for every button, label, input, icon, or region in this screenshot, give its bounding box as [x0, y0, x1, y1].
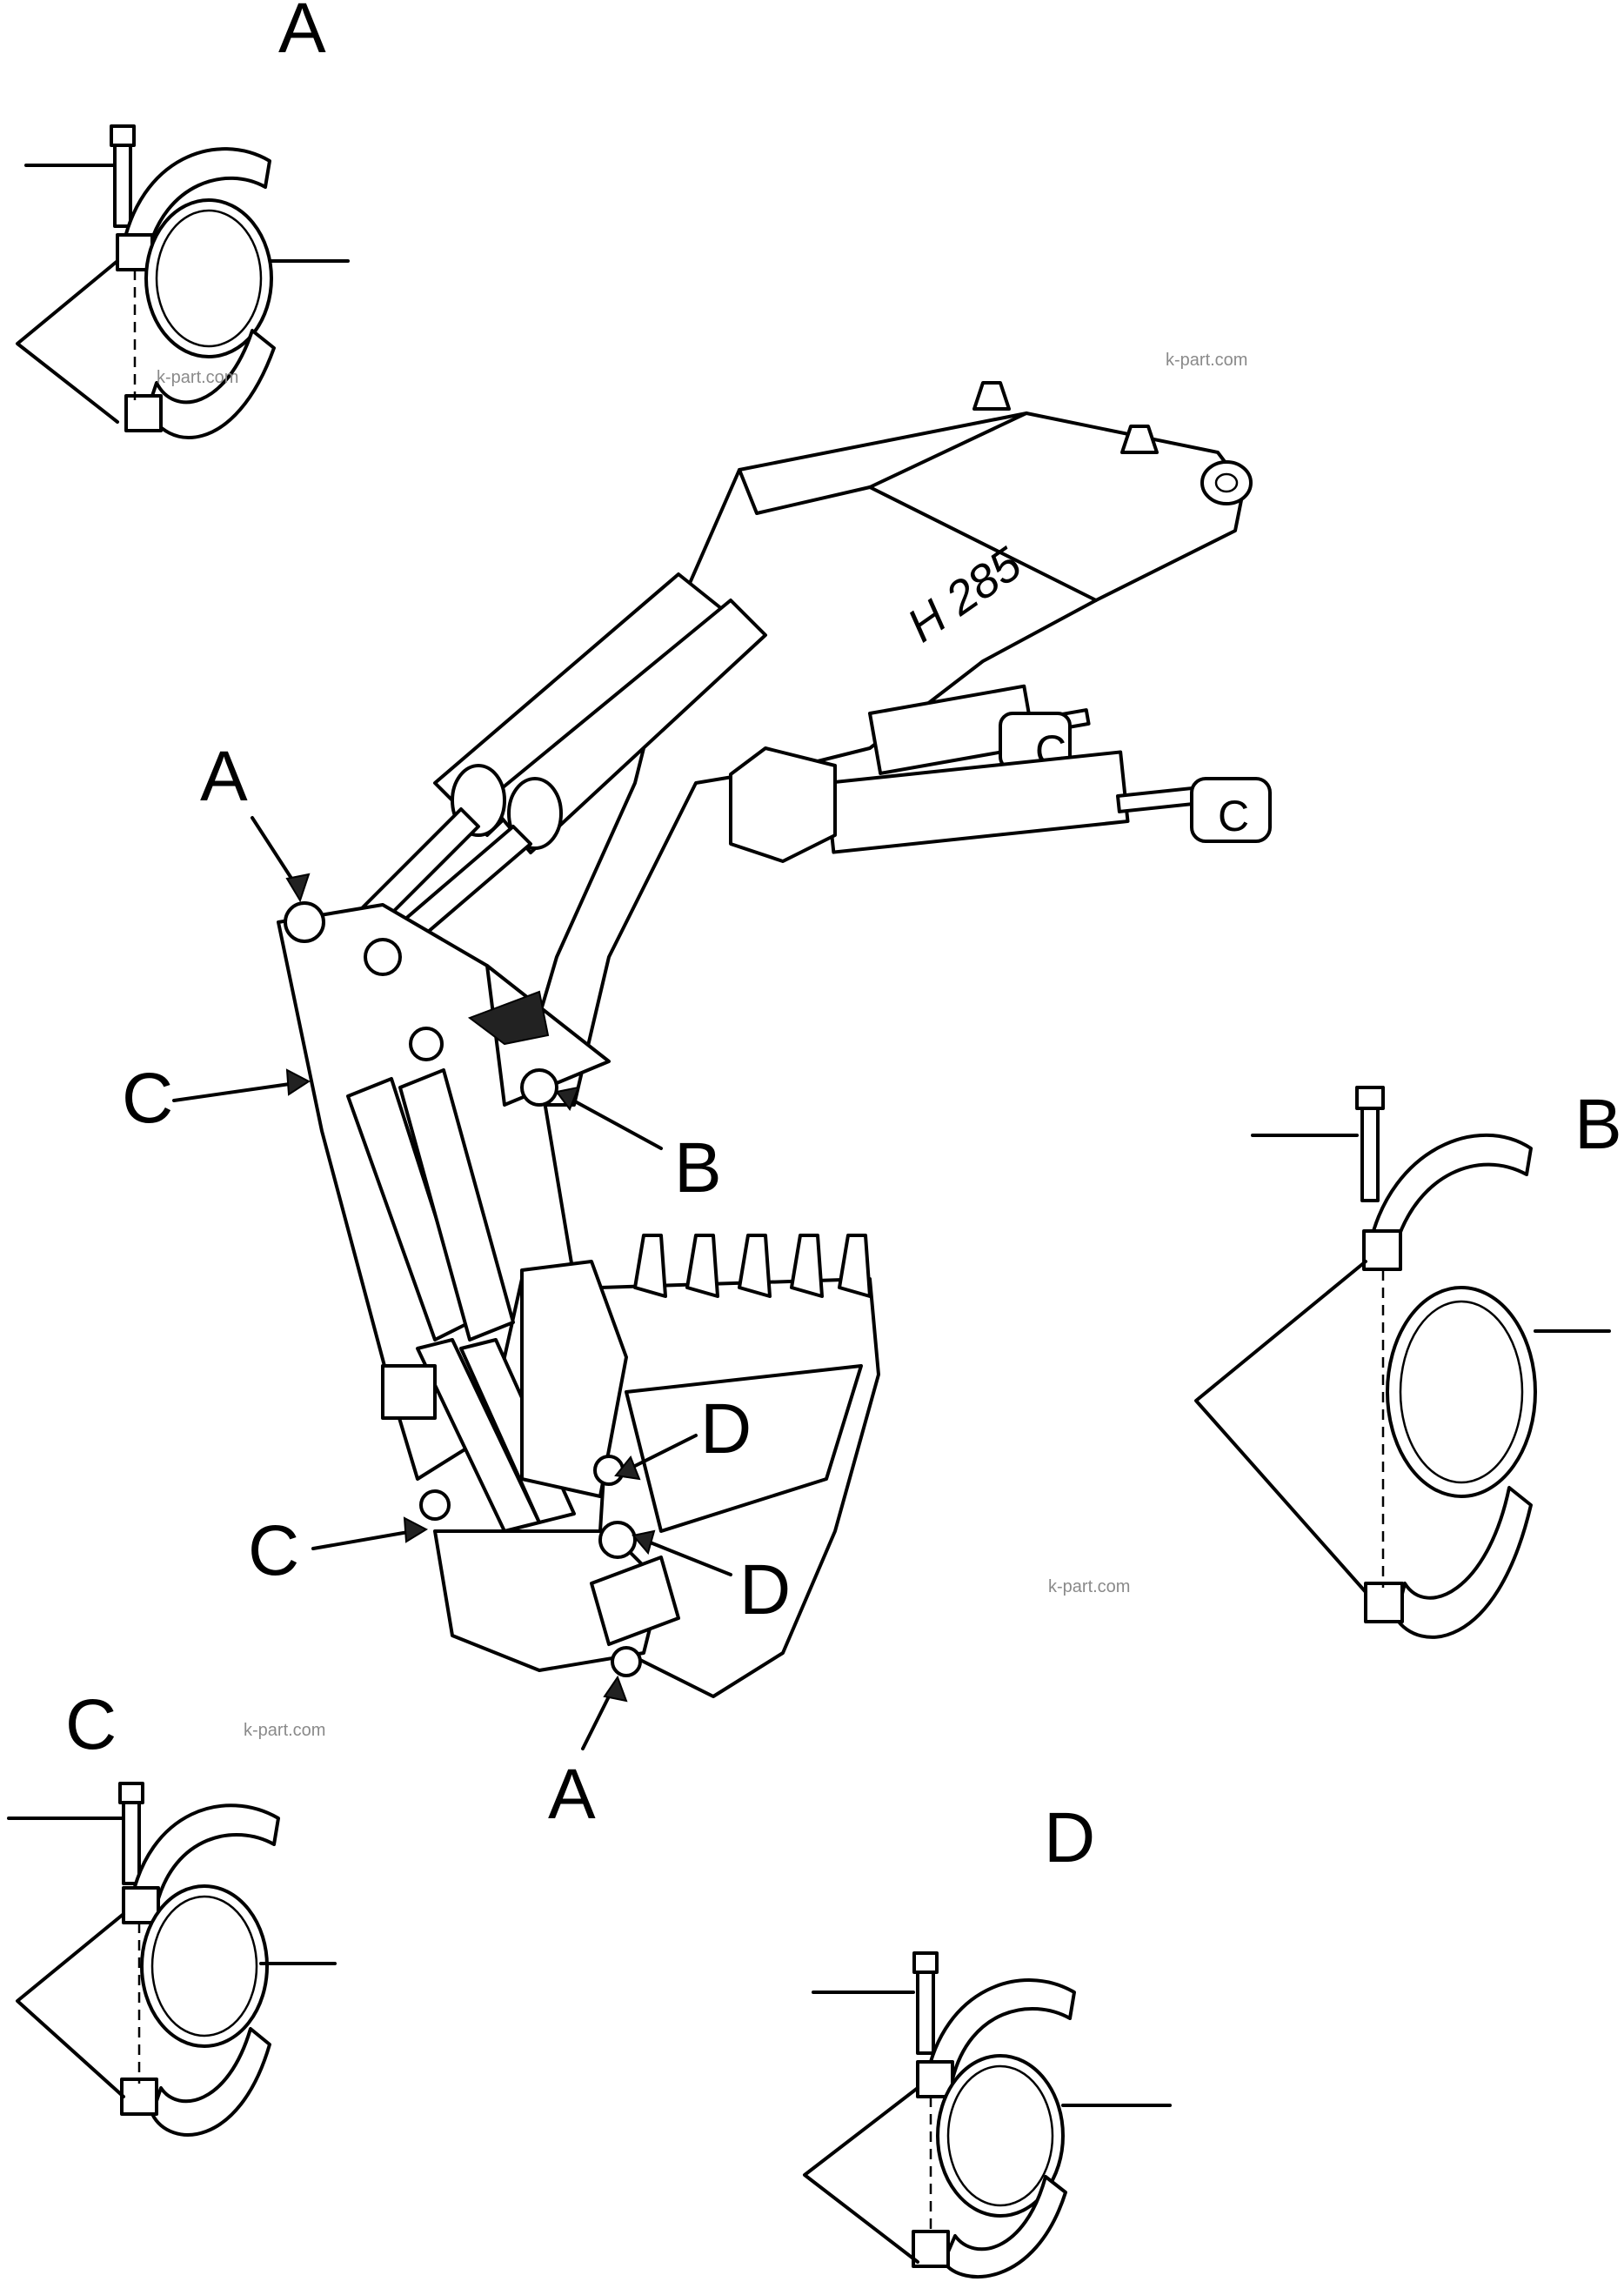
bucket-link — [520, 1260, 628, 1498]
detail-a-bracket-leader — [16, 259, 119, 424]
callout-d-upper: D — [700, 1389, 752, 1469]
pin-d-lower — [598, 1521, 637, 1559]
detail-a-lower-clamp — [146, 329, 276, 439]
detail-d-clamp-assembly: D — [803, 1798, 1172, 2278]
pin-c-lower — [419, 1489, 451, 1521]
watermark: k-part.com — [244, 1721, 325, 1740]
callout-c-upper: C — [122, 1059, 173, 1138]
lifting-eye — [1120, 425, 1159, 454]
cylinder-mount-bracket — [729, 746, 837, 863]
lifting-eye — [972, 381, 1011, 411]
boom-cylinder-lower: C — [825, 750, 1272, 854]
detail-c-label: C — [65, 1685, 117, 1764]
watermark: k-part.com — [1166, 351, 1247, 370]
detail-a-seal-ring — [144, 198, 273, 358]
pin-a-upper — [284, 901, 325, 943]
watermark: k-part.com — [1048, 1577, 1130, 1596]
bucket-teeth — [633, 1234, 872, 1298]
detail-d-label: D — [1044, 1798, 1095, 1877]
pin-d-upper — [593, 1455, 625, 1486]
boom-pivot-pin — [1200, 460, 1253, 505]
detail-c-upper-clamp — [129, 1803, 280, 1907]
detail-a-label: A — [278, 0, 326, 68]
watermark: k-part.com — [157, 368, 238, 387]
detail-c-seal-ring — [140, 1884, 269, 2048]
cylinder-eye-c-lower — [1190, 777, 1272, 843]
detail-b-lower-clamp — [1394, 1486, 1533, 1639]
detail-b-bracket-leader — [1194, 1260, 1367, 1594]
detail-d-upper-clamp — [925, 1978, 1076, 2081]
callout-b: B — [674, 1128, 722, 1208]
stick-cylinders — [346, 572, 767, 950]
detail-a-clamp-assembly: A k-part.com — [16, 0, 350, 439]
detail-b-label: B — [1574, 1085, 1622, 1164]
detail-d-seal-ring — [936, 2054, 1065, 2218]
detail-d-lower-clamp — [942, 2175, 1067, 2278]
detail-b-bolt — [1360, 1094, 1380, 1202]
pin-a-lower — [611, 1646, 642, 1677]
callout-c-lower: C — [248, 1511, 299, 1590]
callout-a-lower: A — [548, 1755, 596, 1834]
detail-b-upper-clamp — [1368, 1133, 1533, 1246]
callout-d-lower: D — [739, 1550, 791, 1629]
callout-a-upper: A — [200, 737, 248, 816]
detail-c-clamp-assembly: C k-part.com — [7, 1685, 337, 2137]
svg-text:C: C — [1218, 792, 1249, 840]
boom-cylinder-upper: C — [867, 684, 1091, 775]
detail-b-seal-ring — [1386, 1286, 1537, 1498]
detail-a-upper-clamp — [120, 147, 271, 254]
detail-c-lower-clamp — [150, 2027, 271, 2137]
detail-b-clamp-assembly: B — [1194, 1085, 1622, 1639]
excavator-boom-assembly: H 285 C C — [122, 351, 1272, 1834]
detail-d-bracket-leader — [803, 2086, 919, 2264]
detail-c-bracket-leader — [16, 1912, 125, 2098]
pin-b — [520, 1068, 558, 1107]
